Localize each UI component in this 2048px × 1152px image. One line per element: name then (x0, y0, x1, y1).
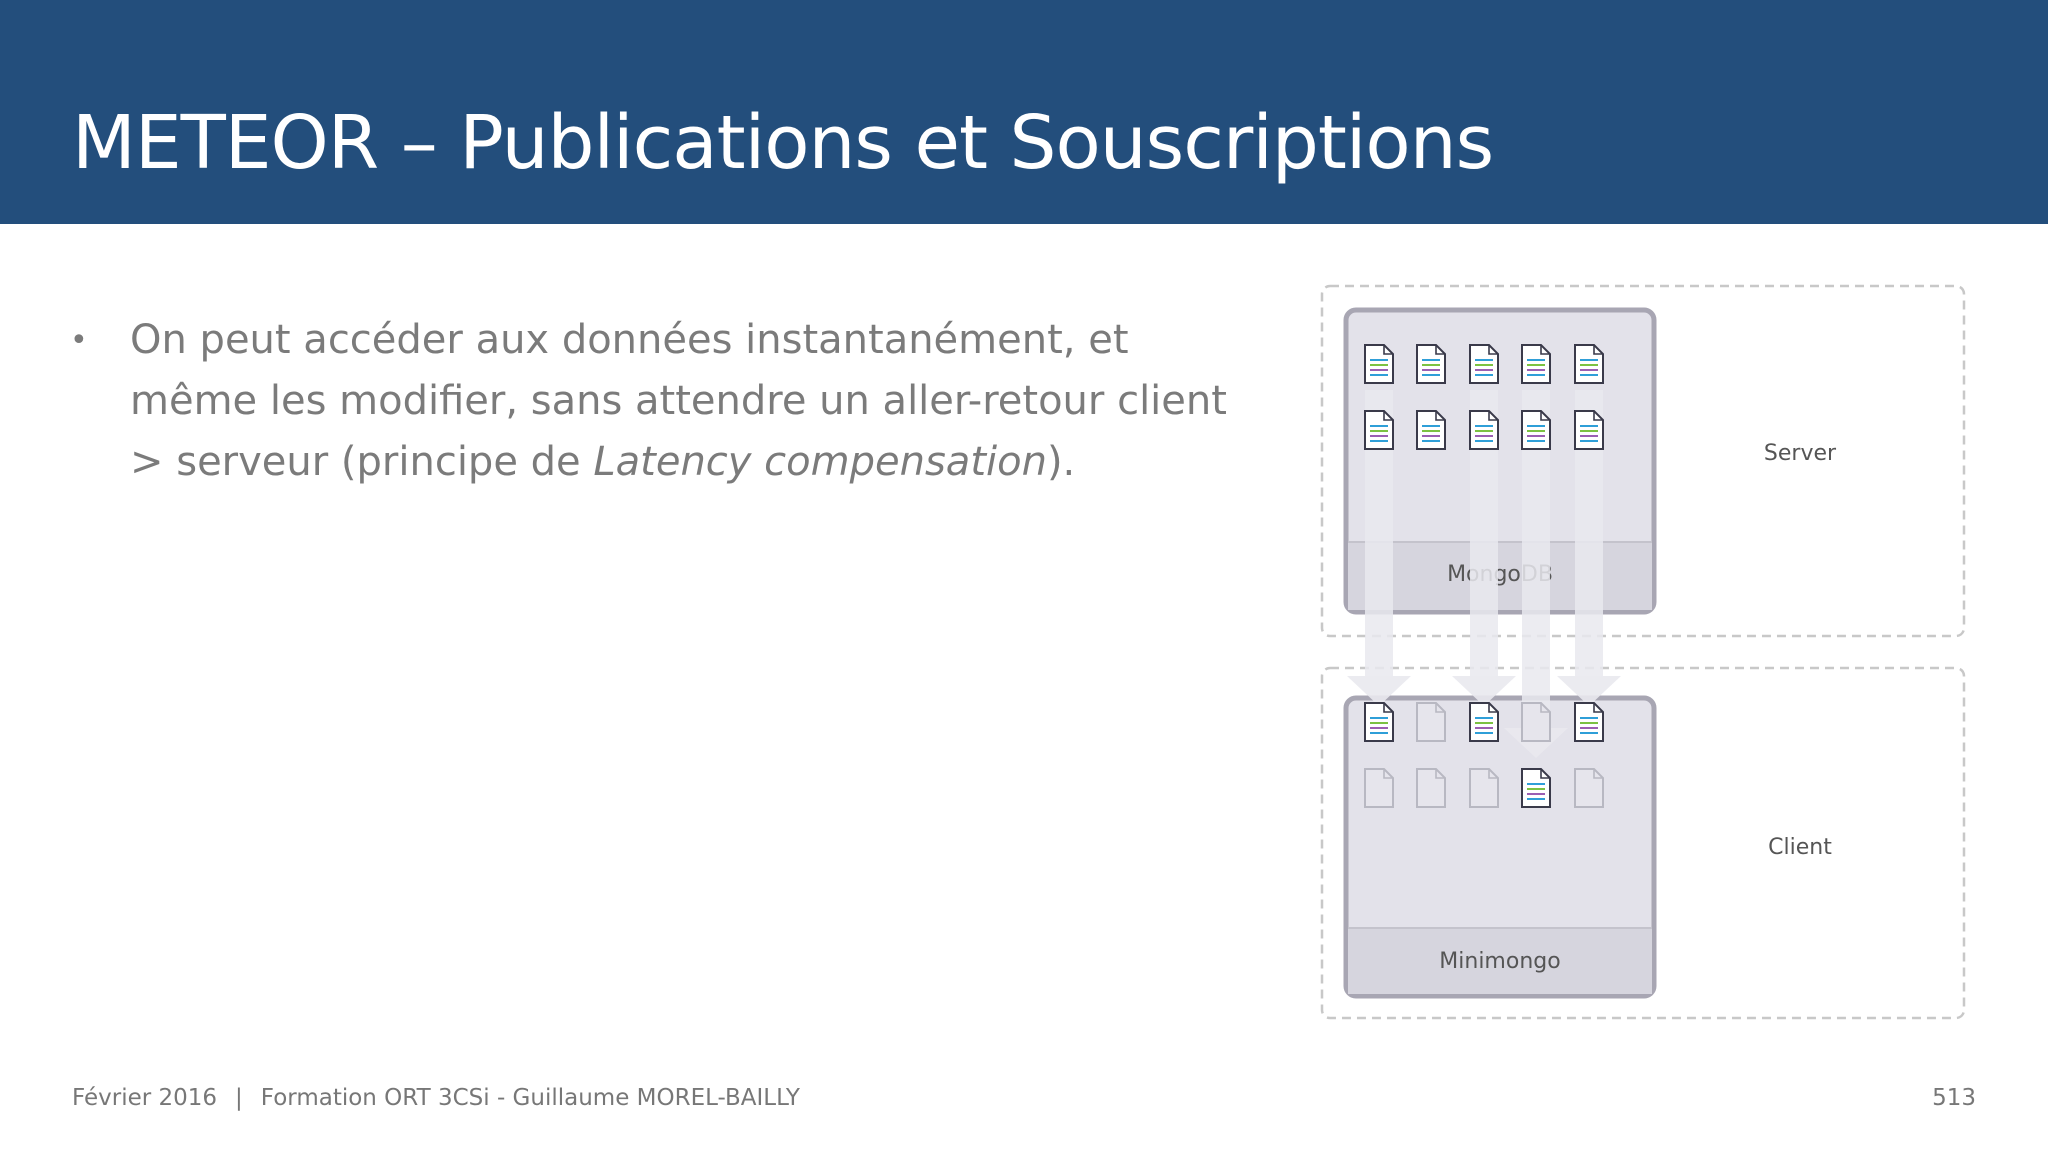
empty-document-icon (1364, 768, 1394, 808)
server-document-icon (1469, 410, 1499, 450)
server-document-icon (1574, 344, 1604, 384)
footer-separator: | (235, 1085, 243, 1111)
empty-document-icon (1416, 702, 1446, 742)
bullet-text-before: On peut accéder aux données instantanéme… (130, 317, 1227, 485)
client-label: Client (1768, 835, 1832, 860)
sync-diagram: Server Client MongoDB Minimongo (1310, 280, 1990, 1040)
client-documents (1364, 702, 1604, 808)
footer: Février 2016 | Formation ORT 3CSi - Guilla… (72, 1085, 800, 1111)
bullet-text-after: ). (1046, 439, 1076, 485)
minimongo-box: Minimongo (1343, 695, 1657, 999)
title-bar: METEOR – Publications et Souscriptions (0, 0, 2048, 224)
bullet-icon: • (70, 323, 88, 358)
bullet-item: • On peut accéder aux données instantané… (70, 310, 1250, 493)
slide-title: METEOR – Publications et Souscriptions (72, 100, 1494, 186)
server-document-icon (1416, 410, 1446, 450)
server-document-icon (1521, 344, 1551, 384)
server-document-icon (1469, 344, 1499, 384)
empty-document-icon (1469, 768, 1499, 808)
empty-document-icon (1416, 768, 1446, 808)
empty-document-icon (1574, 768, 1604, 808)
server-document-icon (1574, 410, 1604, 450)
server-document-icon (1364, 410, 1394, 450)
server-document-icon (1364, 344, 1394, 384)
client-zone (1320, 666, 1966, 1020)
client-document-icon (1364, 702, 1394, 742)
client-document-icon (1574, 702, 1604, 742)
minimongo-label: Minimongo (1439, 949, 1560, 974)
client-document-icon (1469, 702, 1499, 742)
bullet-text: On peut accéder aux données instantanéme… (130, 310, 1250, 493)
footer-course: Formation ORT 3CSi - Guillaume MOREL-BAI… (260, 1085, 800, 1111)
sync-diagram-svg: Server Client MongoDB Minimongo (1320, 284, 1966, 1020)
client-document-icon (1521, 768, 1551, 808)
server-zone (1320, 284, 1966, 638)
bullet-emphasis: Latency compensation (593, 439, 1047, 485)
server-label: Server (1764, 441, 1837, 466)
page-number: 513 (1932, 1085, 1976, 1111)
server-document-icon (1416, 344, 1446, 384)
footer-date: Février 2016 (72, 1085, 218, 1111)
slide-content: • On peut accéder aux données instantané… (70, 310, 1250, 493)
server-documents (1364, 344, 1604, 450)
server-document-icon (1521, 410, 1551, 450)
empty-document-icon (1521, 702, 1551, 742)
